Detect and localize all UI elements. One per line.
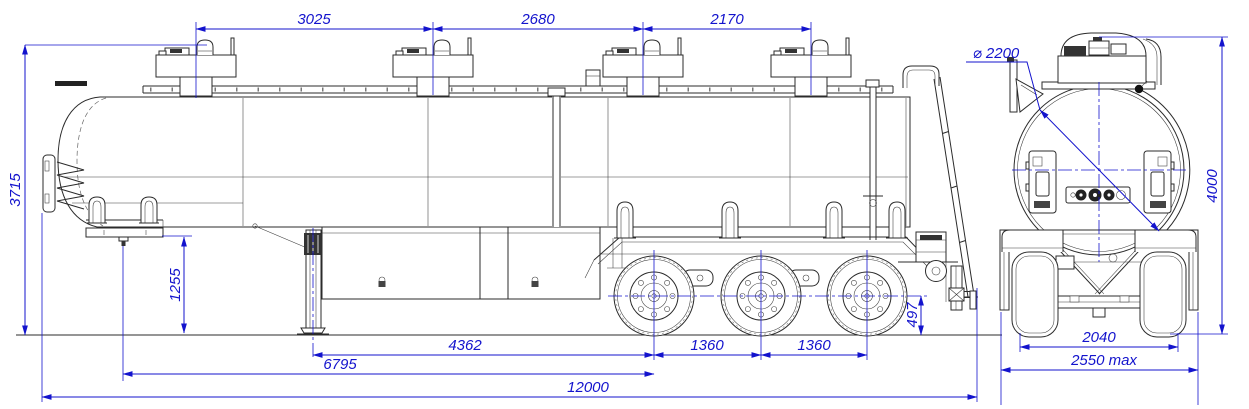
kingpin xyxy=(121,241,126,246)
tank-shell xyxy=(57,96,911,228)
top-walkway xyxy=(142,85,894,94)
front-folding-steps xyxy=(42,154,85,213)
dim-overall-width: 2550 max xyxy=(1070,352,1137,369)
dim-front-height: 3715 xyxy=(7,173,24,207)
dim-overall-length: 12000 xyxy=(567,379,609,396)
dim-tank-diameter: ⌀ 2200 xyxy=(973,45,1020,62)
vent-pipe xyxy=(863,79,883,240)
rear-lamp-right xyxy=(1143,150,1175,214)
dim-kingpin-height: 1255 xyxy=(167,268,184,302)
front-splash-guard xyxy=(55,81,87,86)
landing-gear xyxy=(252,223,329,335)
rear-ladder xyxy=(902,65,978,298)
dim-support-to-axle: 4362 xyxy=(448,337,482,354)
kingpin-plate xyxy=(118,236,129,242)
rear-discharge xyxy=(898,231,977,311)
top-cabinet xyxy=(1041,32,1162,94)
left-bracket xyxy=(1007,57,1044,113)
discharge-panel xyxy=(1065,186,1131,204)
dim-axle-spacing-1: 1360 xyxy=(690,337,724,354)
rear-lamp-left xyxy=(1025,150,1057,214)
dim-track-width: 2040 xyxy=(1081,329,1116,346)
dim-manhole-spacing-1: 3025 xyxy=(297,11,331,28)
dim-kingpin-to-axle: 6795 xyxy=(323,356,357,373)
dim-rear-overall-height: 4000 xyxy=(1204,169,1221,203)
toolbox xyxy=(321,226,601,300)
fill-pipe xyxy=(547,69,601,227)
dimension-layer: 3025 2680 2170 3715 1255 4362 1360 1360 … xyxy=(7,11,1228,405)
rear-wheels xyxy=(999,229,1199,338)
dim-manhole-spacing-3: 2170 xyxy=(709,11,744,28)
side-view xyxy=(16,37,1002,337)
dim-axle-spacing-2: 1360 xyxy=(797,337,831,354)
dim-axle-center-height: 497 xyxy=(904,302,921,328)
dim-manhole-spacing-2: 2680 xyxy=(520,11,555,28)
